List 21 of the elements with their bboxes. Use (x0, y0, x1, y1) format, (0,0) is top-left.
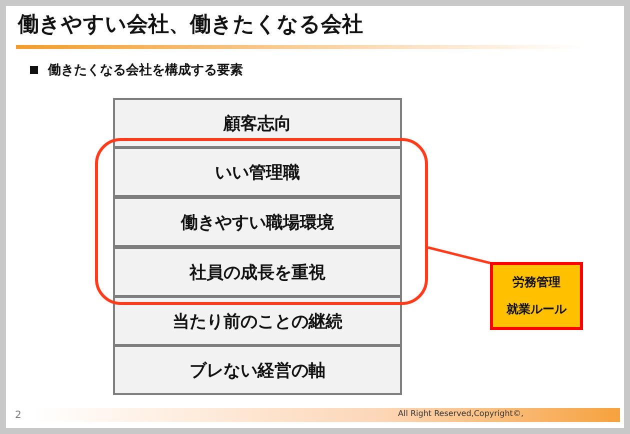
layer-text: いい管理職 (215, 162, 300, 184)
connector-line (428, 246, 490, 264)
page-number: 2 (15, 410, 22, 421)
layer-text: 働きやすい職場環境 (181, 212, 334, 234)
callout-text: 労務管理 (512, 274, 560, 291)
layer-box (113, 247, 402, 297)
layer-text: 当たり前のことの継続 (172, 310, 342, 332)
layer-text: 社員の成長を重視 (190, 262, 326, 284)
layer-box (113, 98, 402, 148)
highlight-frame (95, 138, 428, 305)
layer-text: 顧客志向 (224, 112, 292, 134)
layer-box (113, 147, 402, 197)
layer-text: ブレない経営の軸 (190, 360, 326, 382)
title: 働きやすい会社、働きたくなる会社 (18, 11, 363, 38)
layer-box (113, 296, 402, 346)
subtitle: 働きたくなる会社を構成する要素 (48, 62, 243, 79)
callout-box (490, 262, 583, 330)
copyright-notice: All Right Reserved,Copyright©, (398, 409, 524, 418)
layer-box (113, 345, 402, 395)
layer-box (113, 197, 402, 247)
callout-text: 就業ルール (506, 301, 566, 318)
